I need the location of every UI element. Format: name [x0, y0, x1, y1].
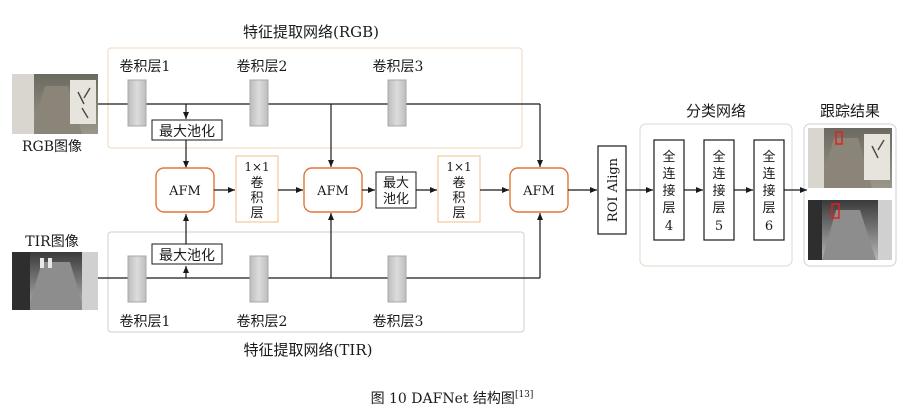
result-frame — [803, 123, 897, 267]
fc-layer-5: 全 连 接 层 5 — [703, 139, 735, 241]
rgb-maxpool-label: 最大池化 — [159, 124, 215, 140]
fc5-char-3: 接 — [712, 183, 725, 199]
classifier-title: 分类网络 — [686, 102, 746, 120]
rgb-conv3 — [387, 79, 407, 127]
roi-align-label: ROI Align — [606, 157, 621, 222]
tir-conv1-label: 卷积层1 — [120, 314, 171, 330]
result-tir-image — [808, 200, 892, 260]
fc4-char-2: 连 — [662, 166, 675, 182]
conv1x1-top-1: 1×1 — [244, 160, 269, 174]
fc6-char-3: 接 — [762, 183, 775, 199]
afm-label-1: AFM — [168, 184, 201, 199]
rgb-conv2-label: 卷积层2 — [237, 59, 288, 75]
fc4-num: 4 — [665, 219, 673, 234]
fc6-char-1: 全 — [762, 149, 775, 165]
conv1x1-box-1 — [235, 155, 279, 223]
fc5-num: 5 — [715, 219, 723, 234]
fc-layer-6: 全 连 接 层 6 — [753, 139, 785, 241]
tir-conv2 — [249, 255, 269, 303]
rgb-conv2 — [249, 79, 269, 127]
conv1x1-char-1a: 卷 — [250, 175, 263, 191]
mid-maxpool-line2: 池化 — [383, 192, 409, 207]
fc6-char-4: 层 — [762, 201, 775, 216]
tir-maxpool-box — [151, 243, 223, 265]
rgb-feature-frame — [107, 47, 523, 149]
rgb-conv3-label: 卷积层3 — [373, 59, 424, 75]
fc-layer-4: 全 连 接 层 4 — [653, 139, 685, 241]
conv1x1-char-2c: 层 — [452, 206, 465, 221]
mid-maxpool-line1: 最大 — [383, 176, 409, 191]
result-rgb-image — [808, 128, 892, 188]
conv1x1-char-1b: 积 — [250, 191, 263, 206]
conv1x1-char-2b: 积 — [452, 191, 465, 206]
fc4-char-4: 层 — [662, 201, 675, 216]
fc4-char-3: 接 — [662, 183, 675, 199]
rgb-input-image — [12, 74, 98, 134]
roi-align-box — [597, 145, 627, 235]
figure-caption-text: 图 10 DAFNet 结构图 — [371, 391, 515, 407]
tir-feature-frame — [107, 231, 525, 333]
fc5-char-2: 连 — [712, 166, 725, 182]
conv1x1-char-2a: 卷 — [452, 175, 465, 191]
afm-label-3: AFM — [522, 184, 555, 199]
result-rgb-bbox — [835, 131, 843, 145]
tir-conv1 — [127, 255, 147, 303]
tir-input-label: TIR图像 — [25, 234, 78, 250]
fc6-num: 6 — [765, 219, 773, 234]
tir-conv3-label: 卷积层3 — [373, 314, 424, 330]
conv1x1-char-1c: 层 — [250, 206, 263, 221]
rgb-conv1-label: 卷积层1 — [120, 59, 171, 75]
tir-input-image — [12, 252, 98, 310]
fc6-char-2: 连 — [762, 166, 775, 182]
result-title: 跟踪结果 — [820, 102, 880, 120]
result-tir-bbox — [831, 203, 840, 219]
fc5-char-1: 全 — [712, 149, 725, 165]
conv1x1-top-2: 1×1 — [446, 160, 471, 174]
mid-maxpool-box — [375, 171, 417, 209]
rgb-conv1 — [127, 79, 147, 127]
figure-caption-ref: [13] — [515, 390, 533, 400]
conv1x1-box-2 — [437, 155, 481, 223]
rgb-maxpool-box — [151, 119, 223, 141]
tir-conv3 — [387, 255, 407, 303]
rgb-feature-title: 特征提取网络(RGB) — [243, 23, 379, 41]
rgb-input-label: RGB图像 — [22, 139, 82, 155]
classifier-frame — [639, 123, 793, 267]
tir-conv2-label: 卷积层2 — [237, 314, 288, 330]
fc5-char-4: 层 — [712, 201, 725, 216]
tir-maxpool-label: 最大池化 — [159, 248, 215, 264]
figure-caption: 图 10 DAFNet 结构图[13] — [371, 390, 534, 407]
afm-label-2: AFM — [316, 184, 349, 199]
tir-feature-title: 特征提取网络(TIR) — [244, 341, 373, 359]
fc4-char-1: 全 — [662, 149, 675, 165]
